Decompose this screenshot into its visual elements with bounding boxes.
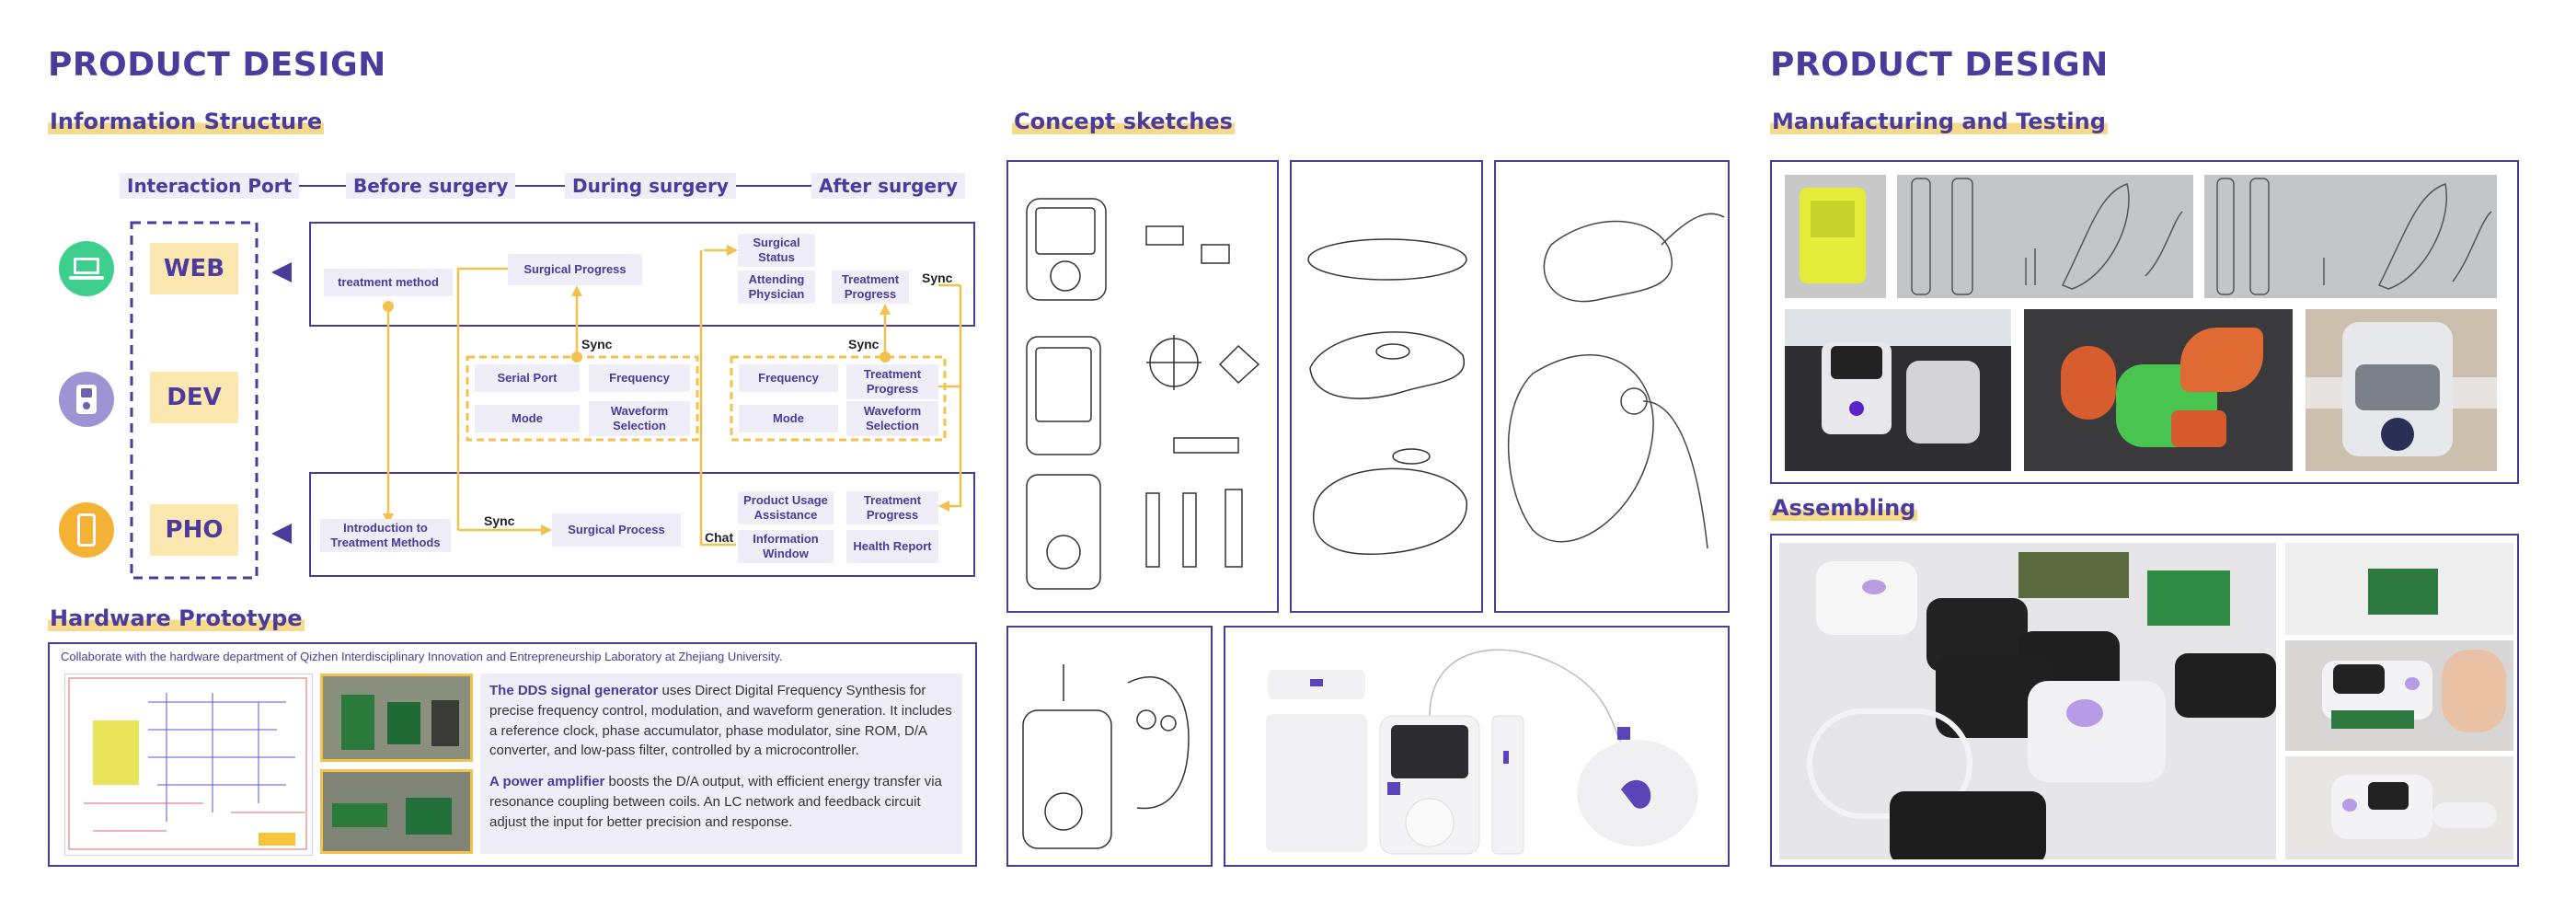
amplifier-bold: A power amplifier	[489, 774, 605, 789]
platform-pho: PHO	[150, 504, 238, 556]
timeline-before-surgery: Before surgery	[346, 173, 516, 199]
cad-parts-render-1	[1897, 175, 2193, 298]
phone-icon	[59, 502, 114, 558]
node-treatment-progress-pho: Treatment Progress	[846, 491, 938, 524]
assembly-hand-photo	[2285, 640, 2513, 751]
sketch-pads	[1290, 160, 1483, 613]
sync-label-dev-during: Sync	[581, 337, 613, 351]
node-mode-after: Mode	[739, 405, 838, 432]
amplifier-paragraph: A power amplifier boosts the D/A output,…	[489, 772, 953, 832]
board-photo-top	[320, 674, 473, 762]
sync-label-pho: Sync	[484, 513, 515, 528]
yellow-prototype-photo	[1785, 175, 1886, 298]
node-treatment-progress-dev: Treatment Progress	[846, 364, 938, 399]
slicer-render-device	[1785, 309, 2011, 471]
sketch-wearable	[1494, 160, 1730, 613]
laptop-icon	[59, 241, 114, 296]
board-photo-bottom	[320, 769, 473, 854]
cad-parts-render-2	[2204, 175, 2497, 298]
node-serial-port: Serial Port	[475, 364, 580, 392]
node-mode: Mode	[475, 405, 580, 432]
platform-web: WEB	[150, 243, 238, 294]
render-product-family	[1224, 626, 1730, 867]
sketch-handheld	[1006, 626, 1213, 867]
node-surgical-process: Surgical Process	[552, 513, 681, 547]
device-sketches-drawing	[1026, 198, 1260, 590]
node-surgical-status: Surgical Status	[738, 234, 815, 267]
prototype-strap-photo	[2306, 309, 2497, 471]
node-product-usage-assistance: Product Usage Assistance	[738, 491, 834, 524]
hardware-heading: Hardware Prototype	[48, 605, 305, 631]
node-waveform-selection-after: Waveform Selection	[846, 401, 938, 436]
slicer-render-parts	[2024, 309, 2293, 471]
hardware-panel: Collaborate with the hardware department…	[48, 642, 977, 867]
concept-sketches-heading: Concept sketches	[1012, 109, 1235, 134]
node-intro-treatment-methods: Introduction to Treatment Methods	[320, 519, 451, 552]
platform-dev: DEV	[150, 372, 238, 423]
wearable-sketch-drawing	[1507, 213, 1725, 549]
node-information-window: Information Window	[738, 530, 834, 563]
amplifier-text: boosts the D/A output, with efficient en…	[489, 774, 942, 830]
node-frequency: Frequency	[589, 364, 690, 392]
assembly-board-photo	[2285, 543, 2513, 635]
assembly-wearable-photo	[2285, 756, 2513, 859]
node-treatment-progress-web: Treatment Progress	[832, 271, 909, 304]
right-page-title: PRODUCT DESIGN	[1770, 46, 2109, 84]
dds-text: uses Direct Digital Frequency Synthesis …	[489, 683, 952, 759]
product-render-drawing	[1266, 649, 1698, 855]
pad-sketches-drawing	[1307, 238, 1467, 555]
dds-bold: The DDS signal generator	[489, 683, 659, 698]
info-structure-heading: Information Structure	[48, 109, 325, 134]
chat-label: Chat	[705, 530, 734, 545]
assembling-panel	[1770, 534, 2519, 867]
assembling-heading: Assembling	[1770, 495, 1918, 521]
node-surgical-progress: Surgical Progress	[508, 254, 642, 285]
assembly-table-photo	[1779, 543, 2276, 859]
sync-label-dev-after: Sync	[848, 337, 880, 351]
manufacturing-panel	[1770, 160, 2519, 484]
info-structure-connectors	[130, 185, 975, 580]
manufacturing-heading: Manufacturing and Testing	[1770, 109, 2108, 134]
node-frequency-after: Frequency	[739, 364, 838, 392]
device-icon	[59, 372, 114, 427]
node-attending-physician: Attending Physician	[738, 271, 815, 304]
node-health-report: Health Report	[846, 530, 938, 563]
sync-label-web-after: Sync	[922, 271, 953, 285]
left-page-title: PRODUCT DESIGN	[48, 46, 386, 84]
dds-paragraph: The DDS signal generator uses Direct Dig…	[489, 681, 953, 761]
handheld-sketch-drawing	[1022, 664, 1190, 849]
schematic-image	[64, 674, 313, 856]
timeline-after-surgery: After surgery	[811, 173, 965, 199]
timeline-during-surgery: During surgery	[565, 173, 736, 199]
node-waveform-selection: Waveform Selection	[589, 401, 690, 436]
timeline-interaction-port: Interaction Port	[120, 173, 300, 199]
sketch-devices	[1006, 160, 1279, 613]
node-treatment-method: treatment method	[324, 269, 453, 296]
hardware-description: The DDS signal generator uses Direct Dig…	[480, 674, 962, 854]
collab-note: Collaborate with the hardware department…	[61, 650, 783, 663]
